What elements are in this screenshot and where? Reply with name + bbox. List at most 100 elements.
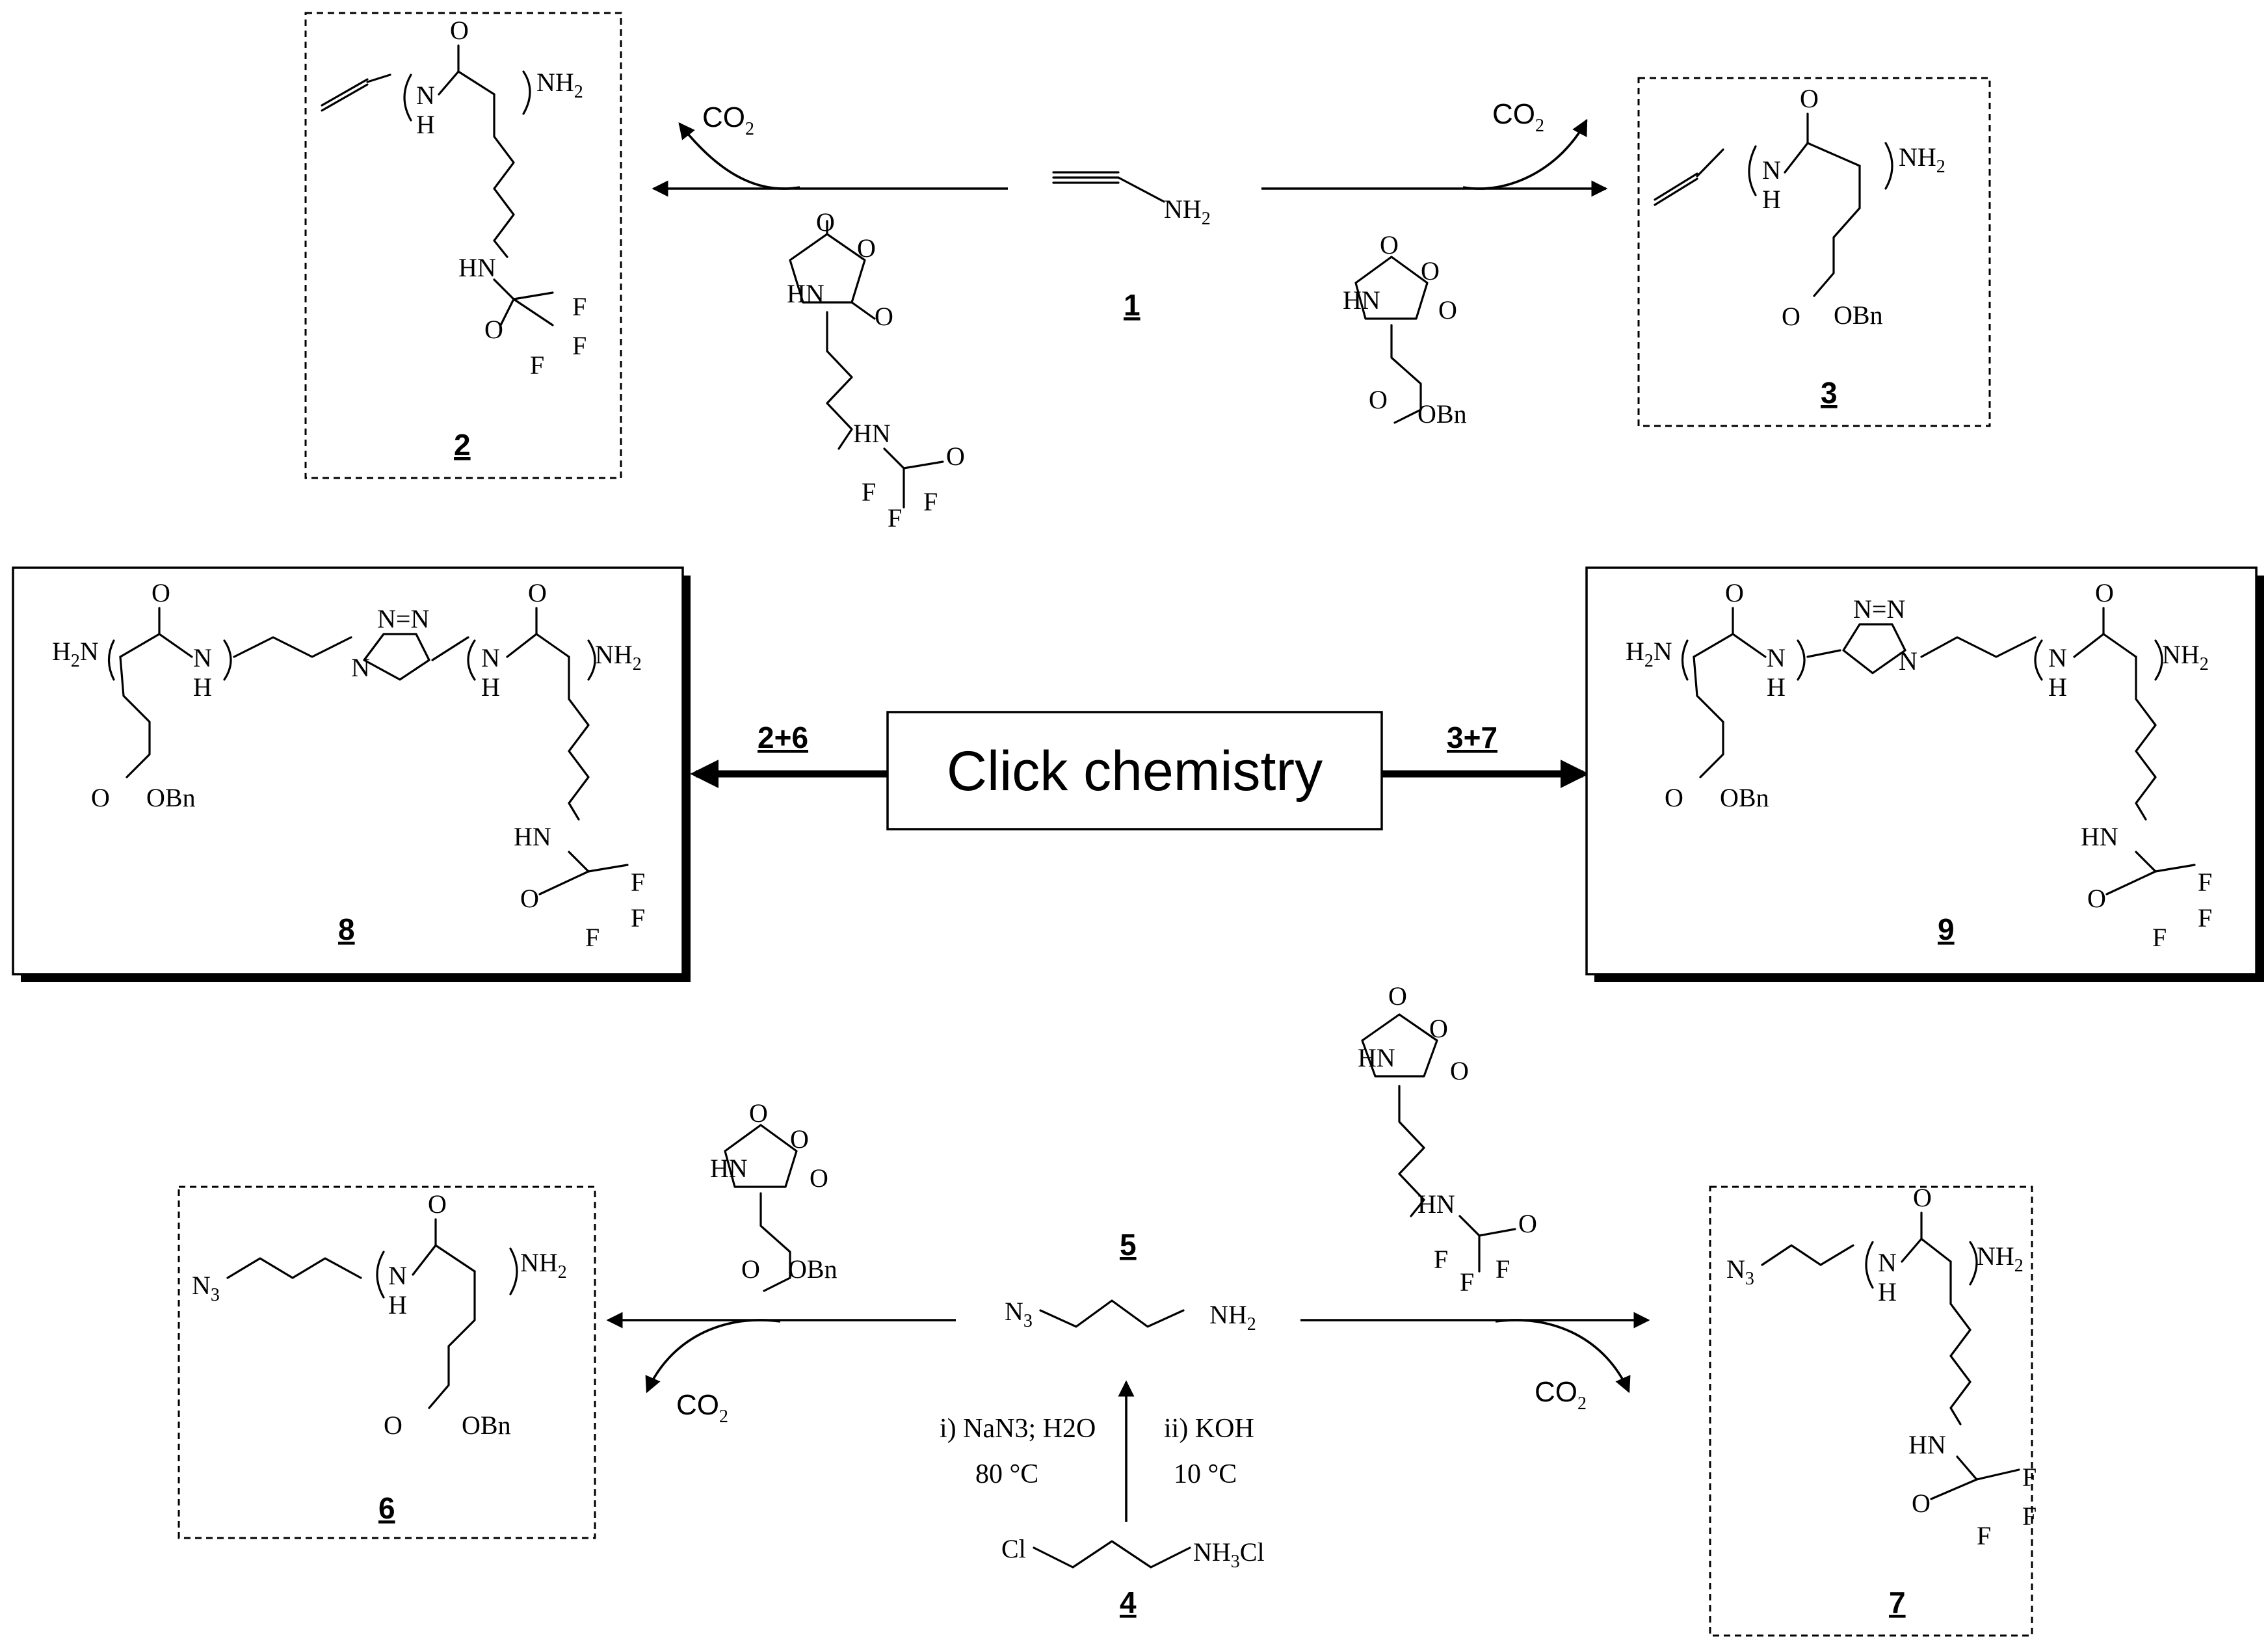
svg-text:NH2: NH2 xyxy=(1899,142,1945,177)
compound-9-number: 9 xyxy=(1938,912,1955,946)
arrow-to-9: 3+7 xyxy=(1382,721,1589,788)
svg-text:F: F xyxy=(572,331,587,360)
compound-3-number: 3 xyxy=(1821,376,1838,410)
svg-text:N: N xyxy=(416,81,435,110)
svg-text:HN: HN xyxy=(514,822,551,851)
compound-8: H2N O N H O OBn N N=N N H O NH2 HN O F F… xyxy=(12,566,691,982)
co2-label-bottom-right: CO2 xyxy=(1535,1376,1587,1414)
svg-text:N=N: N=N xyxy=(377,604,429,633)
arrow-to-8: 2+6 xyxy=(690,721,888,788)
svg-text:H: H xyxy=(481,672,500,702)
svg-text:F: F xyxy=(862,477,876,507)
svg-text:N: N xyxy=(481,643,500,672)
svg-text:HN: HN xyxy=(1358,1043,1395,1072)
lys-tfa-nca-reagent-bottom: O O HN O HN O F F F xyxy=(1358,981,1537,1297)
svg-text:O: O xyxy=(857,233,876,263)
svg-text:H: H xyxy=(416,110,435,139)
svg-text:N3: N3 xyxy=(192,1271,220,1305)
svg-text:O: O xyxy=(1388,981,1407,1011)
compound-2-number: 2 xyxy=(454,428,471,462)
svg-text:O: O xyxy=(1665,783,1683,812)
svg-text:O: O xyxy=(749,1098,768,1128)
svg-text:Cl: Cl xyxy=(1001,1534,1026,1563)
svg-text:F: F xyxy=(530,351,544,380)
pair-2-6-label: 2+6 xyxy=(758,721,808,754)
svg-text:O: O xyxy=(1380,230,1399,259)
svg-text:NH2: NH2 xyxy=(1977,1241,2024,1276)
svg-text:HN: HN xyxy=(787,279,824,308)
click-chemistry-box: Click chemistry xyxy=(886,711,1383,830)
svg-text:NH3Cl: NH3Cl xyxy=(1193,1537,1265,1572)
svg-text:HN: HN xyxy=(1418,1189,1455,1219)
svg-text:F: F xyxy=(923,487,938,516)
arrow-5-to-7: CO2 xyxy=(1300,1312,1650,1414)
svg-text:F: F xyxy=(585,923,600,952)
svg-text:HN: HN xyxy=(710,1154,748,1183)
svg-text:O: O xyxy=(484,315,503,344)
svg-text:H: H xyxy=(1767,672,1786,702)
click-chemistry-label: Click chemistry xyxy=(947,740,1323,802)
svg-text:O: O xyxy=(875,302,893,331)
co2-label-top-right: CO2 xyxy=(1492,98,1544,136)
svg-text:H2N: H2N xyxy=(1626,637,1672,671)
svg-text:N3: N3 xyxy=(1005,1297,1033,1331)
compound-6: N3 N H O NH2 O OBn 6 xyxy=(178,1186,596,1539)
compound-5-number: 5 xyxy=(1120,1228,1137,1262)
svg-text:NH2: NH2 xyxy=(536,68,583,102)
co2-label-top-left: CO2 xyxy=(702,101,754,139)
glu-obn-nca-reagent-top: O O HN O O OBn xyxy=(1343,230,1467,429)
svg-text:HN: HN xyxy=(1343,285,1380,315)
compound-4-number: 4 xyxy=(1120,1585,1137,1619)
compound-2: N H O NH2 HN O F F F 2 xyxy=(304,12,622,479)
svg-text:O: O xyxy=(1421,256,1440,285)
compound-7: N3 N H O NH2 HN O F F F 7 xyxy=(1709,1183,2037,1637)
svg-text:OBn: OBn xyxy=(1720,783,1769,812)
svg-text:O: O xyxy=(450,16,469,45)
compound-9: H2N O N H O OBn N=N N N H O NH2 HN O F F… xyxy=(1585,566,2264,982)
compound-8-number: 8 xyxy=(338,912,355,946)
glu-obn-nca-reagent-bottom: O O HN O O OBn xyxy=(710,1098,837,1292)
svg-text:O: O xyxy=(1725,578,1744,607)
svg-text:O: O xyxy=(1913,1183,1932,1212)
svg-text:F: F xyxy=(1977,1521,1991,1550)
condition-step-ii: ii) KOH xyxy=(1164,1414,1254,1444)
svg-text:H: H xyxy=(1762,185,1781,214)
arrow-5-to-6: CO2 xyxy=(606,1312,956,1427)
svg-text:O: O xyxy=(152,578,170,607)
compound-1-propargylamine: NH2 1 xyxy=(1052,171,1211,322)
lys-tfa-nca-reagent-top: O O HN O HN O F F F xyxy=(787,207,965,533)
svg-text:O: O xyxy=(1438,295,1457,325)
svg-text:OBn: OBn xyxy=(462,1411,511,1440)
svg-text:OBn: OBn xyxy=(1834,300,1883,330)
svg-text:F: F xyxy=(2198,868,2212,897)
compound-3: N H O NH2 O OBn 3 xyxy=(1637,77,1991,427)
svg-text:H: H xyxy=(193,672,212,702)
svg-text:F: F xyxy=(2022,1502,2037,1531)
svg-text:OBn: OBn xyxy=(146,783,196,812)
svg-text:HN: HN xyxy=(458,253,496,282)
svg-text:N3: N3 xyxy=(1726,1254,1754,1289)
svg-text:O: O xyxy=(2095,578,2114,607)
svg-text:N: N xyxy=(1899,646,1918,676)
svg-text:O: O xyxy=(810,1163,828,1193)
svg-text:N: N xyxy=(1878,1248,1897,1277)
svg-text:O: O xyxy=(1369,385,1388,414)
svg-text:H: H xyxy=(2048,672,2067,702)
svg-text:OBn: OBn xyxy=(1418,399,1467,429)
condition-step-i-temp: 80 °C xyxy=(975,1459,1038,1489)
pair-3-7-label: 3+7 xyxy=(1447,721,1497,754)
svg-text:N: N xyxy=(193,643,212,672)
co2-label-bottom-left: CO2 xyxy=(676,1389,728,1427)
svg-text:O: O xyxy=(816,207,835,237)
svg-text:O: O xyxy=(790,1124,809,1154)
svg-text:F: F xyxy=(1460,1267,1474,1297)
svg-text:O: O xyxy=(1518,1209,1537,1238)
condition-step-i: i) NaN3; H2O xyxy=(940,1414,1096,1444)
svg-text:F: F xyxy=(631,903,645,933)
svg-text:O: O xyxy=(946,442,965,471)
svg-text:O: O xyxy=(1800,84,1819,113)
svg-text:HN: HN xyxy=(1908,1430,1946,1459)
svg-text:F: F xyxy=(2022,1463,2037,1492)
compound-5-azidopropylamine: 5 N3 NH2 xyxy=(1005,1228,1256,1334)
svg-text:N: N xyxy=(2048,643,2067,672)
